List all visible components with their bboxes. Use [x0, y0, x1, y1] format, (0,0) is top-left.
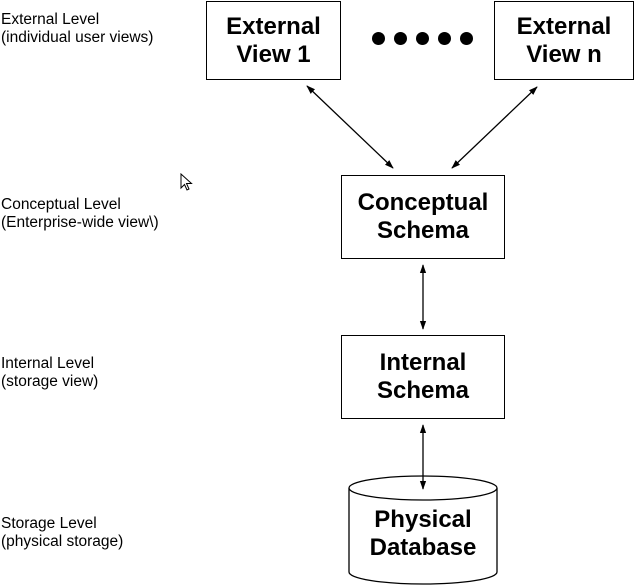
external-view-1-box: External View 1: [206, 1, 341, 80]
level-name: Conceptual Level: [1, 196, 121, 213]
box-label-line1: External: [516, 12, 612, 40]
dot-icon: [460, 32, 473, 45]
dot-icon: [438, 32, 451, 45]
external-level-label: External Level (individual user views): [1, 11, 153, 47]
box-label-line2: View 1: [236, 40, 311, 68]
box-label-line2: Schema: [376, 377, 470, 404]
level-name: Internal Level: [1, 355, 95, 372]
physical-database-label: Physical Database: [349, 506, 497, 562]
level-description: (physical storage): [1, 533, 124, 550]
conceptual-level-label: Conceptual Level (Enterprise-wide view\): [1, 196, 159, 232]
level-name: External Level: [1, 11, 100, 28]
conceptual-schema-box: Conceptual Schema: [341, 175, 505, 259]
level-description: (individual user views): [1, 29, 154, 46]
arrow-ext1-conceptual: [306, 85, 394, 169]
dot-icon: [416, 32, 429, 45]
level-description: (storage view): [1, 373, 99, 390]
box-label-line2: Schema: [376, 217, 470, 244]
mouse-pointer-icon: [180, 173, 193, 191]
external-view-n-box: External View n: [494, 1, 634, 80]
level-description: (Enterprise-wide view\): [1, 214, 159, 231]
box-label-line1: Internal: [379, 349, 467, 376]
box-label-line1: Physical: [374, 506, 472, 533]
dot-icon: [372, 32, 385, 45]
storage-level-label: Storage Level (physical storage): [1, 515, 123, 551]
box-label-line2: View n: [526, 40, 602, 68]
internal-level-label: Internal Level (storage view): [1, 355, 98, 391]
internal-schema-box: Internal Schema: [341, 335, 505, 419]
box-label-line2: Database: [369, 534, 477, 561]
ellipsis-dots: [372, 32, 473, 45]
level-name: Storage Level: [1, 515, 97, 532]
dot-icon: [394, 32, 407, 45]
box-label-line1: External: [226, 12, 321, 40]
arrow-extn-conceptual: [451, 86, 538, 169]
box-label-line1: Conceptual: [357, 189, 489, 216]
